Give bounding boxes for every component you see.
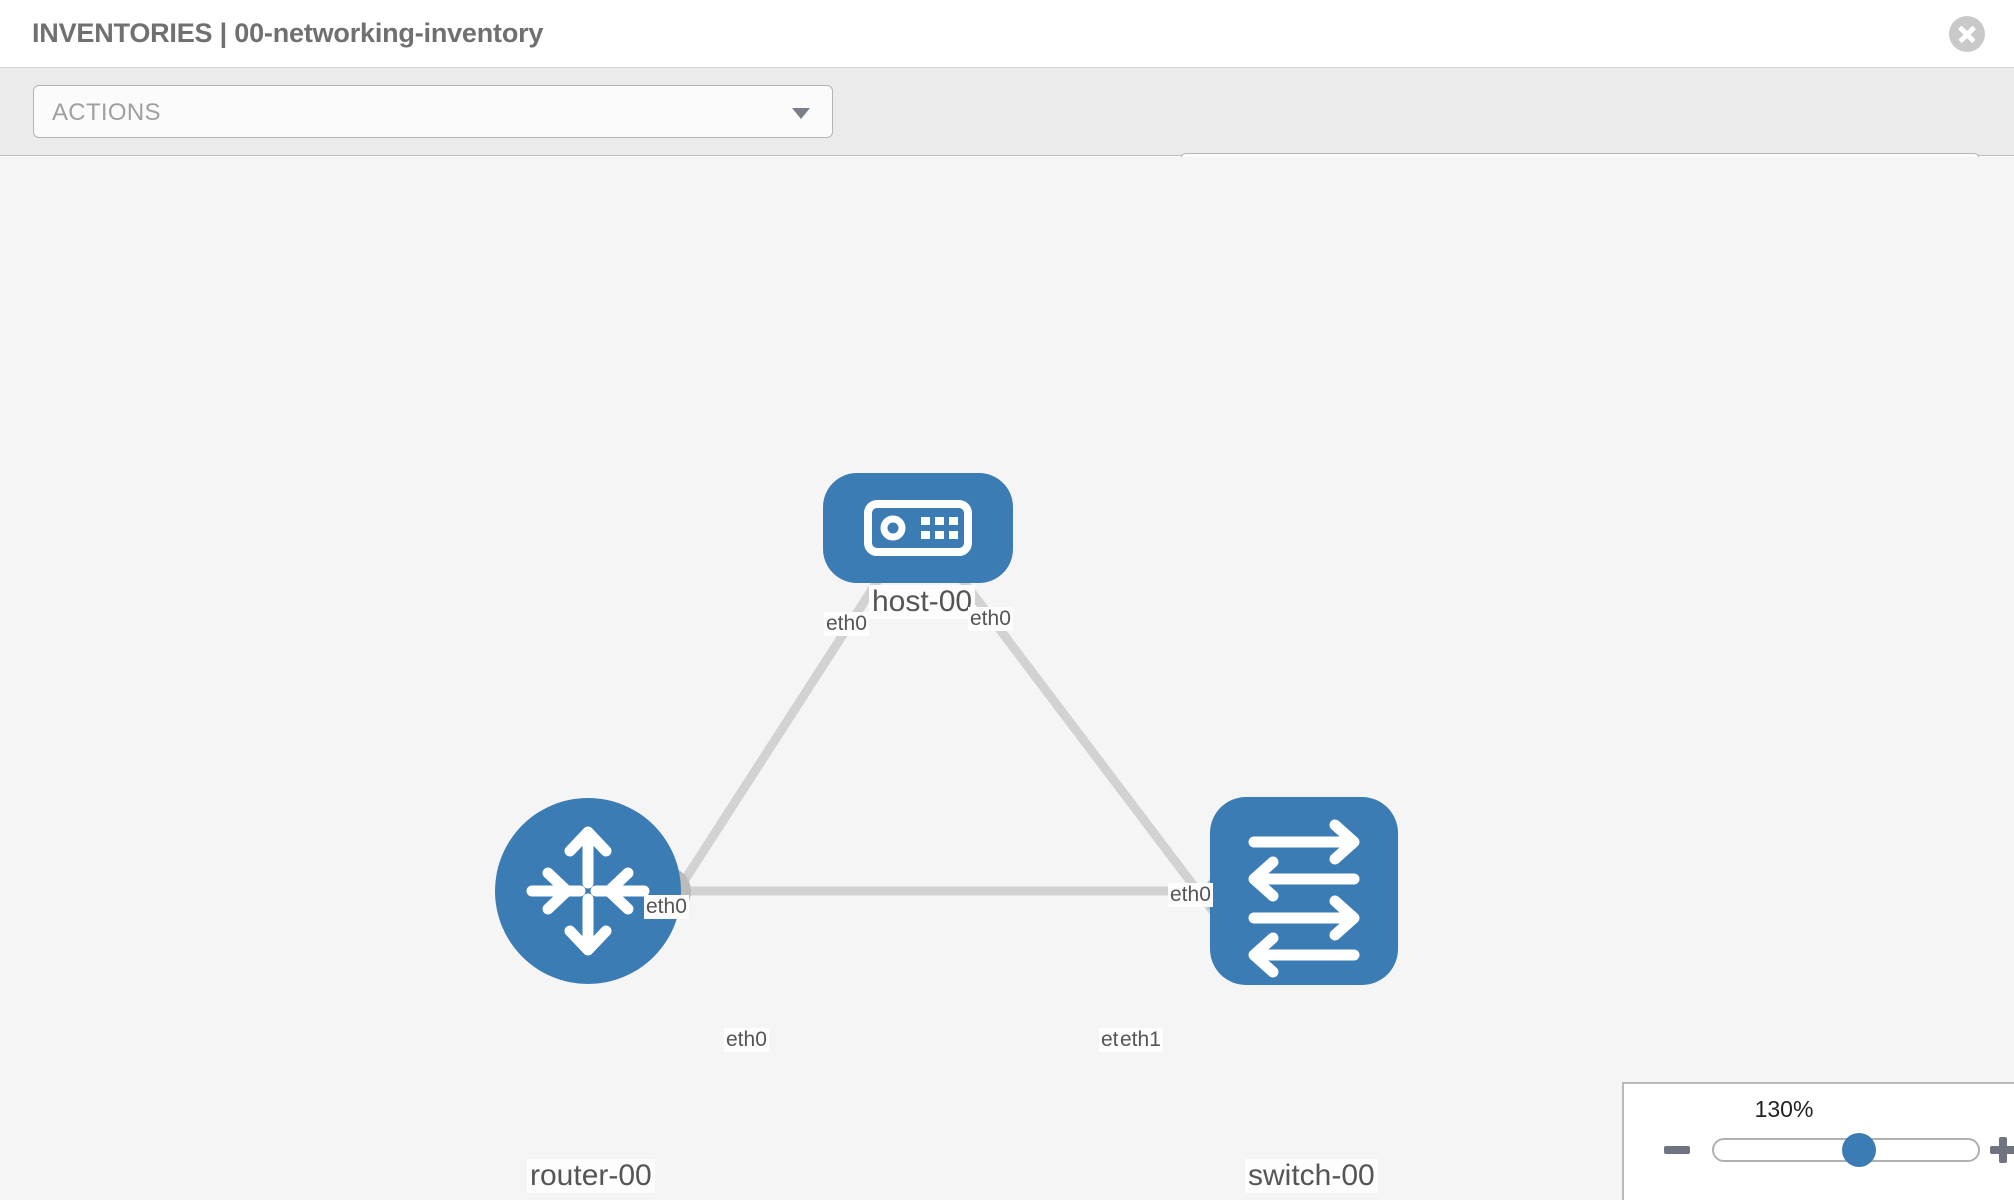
zoom-out-button[interactable]: [1664, 1146, 1690, 1154]
topology-graph: [495, 473, 1398, 985]
zoom-slider-thumb[interactable]: [1842, 1133, 1876, 1167]
topology-canvas[interactable]: host-00 router-00 switch-00 eth0 eth0 et…: [0, 157, 2014, 1200]
close-icon[interactable]: [1949, 16, 1985, 52]
node-router-00: [495, 798, 681, 984]
iface-label: eth1: [1118, 1028, 1163, 1052]
iface-label: eth0: [1168, 883, 1213, 907]
iface-label: eth0: [644, 895, 689, 919]
zoom-level-label: 130%: [1754, 1096, 1814, 1122]
iface-label: eth0: [968, 607, 1013, 631]
window-title-bar: INVENTORIES | 00-networking-inventory: [0, 0, 2014, 68]
toolbar: ACTIONS SEARCH: [0, 68, 2014, 206]
node-label-host-00: host-00: [869, 585, 976, 619]
server-icon: [864, 500, 972, 556]
node-switch-00: [1210, 797, 1398, 985]
node-label-switch-00: switch-00: [1245, 1159, 1378, 1193]
router-arrows-icon: [526, 826, 650, 956]
node-label-router-00: router-00: [527, 1159, 655, 1193]
actions-dropdown-label: ACTIONS: [52, 99, 161, 126]
actions-dropdown[interactable]: ACTIONS: [33, 85, 833, 138]
zoom-in-button-stroke[interactable]: [1999, 1137, 2007, 1163]
iface-label: eth0: [724, 1028, 769, 1052]
node-host-00: [823, 473, 1013, 583]
breadcrumb: INVENTORIES | 00-networking-inventory: [32, 18, 544, 48]
iface-label: eth0: [824, 612, 869, 636]
switch-arrows-icon: [1248, 819, 1360, 978]
zoom-control-panel: 130%: [1622, 1082, 2014, 1200]
chevron-down-icon: [792, 108, 810, 119]
